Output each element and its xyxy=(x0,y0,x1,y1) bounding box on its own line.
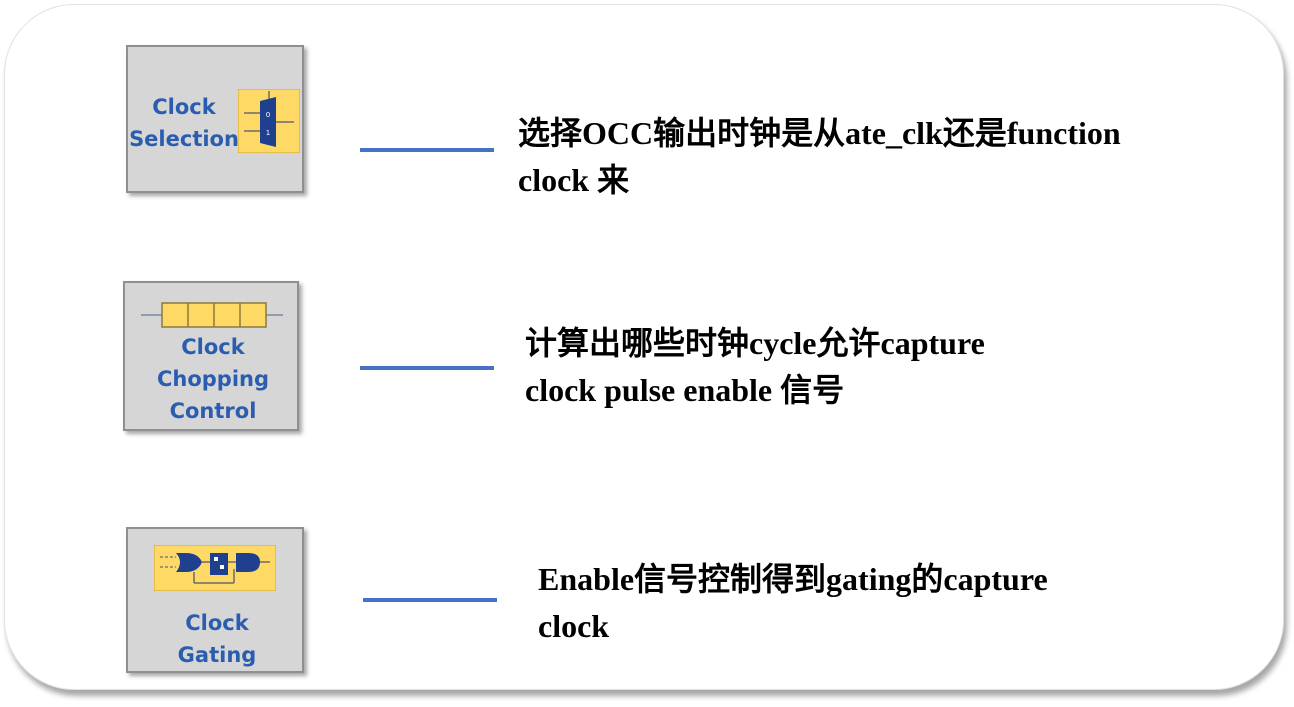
connector-line xyxy=(363,598,497,602)
description-line: 选择OCC输出时钟是从ate_clk还是function xyxy=(518,115,1121,151)
block-label-line: Chopping xyxy=(156,367,270,391)
clock-selection-label: Clock Selection xyxy=(128,91,240,155)
clock-gating-icon xyxy=(154,545,276,591)
block-label-line: Clock xyxy=(185,611,249,635)
mux-icon: 0 1 xyxy=(238,89,300,153)
description-line: clock xyxy=(538,608,610,644)
clock-gating-label: Clock Gating xyxy=(128,607,306,671)
clock-selection-description: 选择OCC输出时钟是从ate_clk还是function clock 来 xyxy=(518,110,1121,204)
clock-gating-description: Enable信号控制得到gating的capture clock xyxy=(538,556,1048,650)
clock-gating-block: Clock Gating xyxy=(126,527,304,673)
clock-selection-block: 0 1 Clock Selection xyxy=(126,45,304,193)
description-line: clock 来 xyxy=(518,162,630,198)
block-label-line: Clock xyxy=(152,95,216,119)
block-label-line: Clock xyxy=(181,335,245,359)
clock-chopping-control-description: 计算出哪些时钟cycle允许capture clock pulse enable… xyxy=(525,320,985,414)
block-label-line: Gating xyxy=(177,643,257,667)
mux-input-1: 1 xyxy=(266,129,270,137)
clock-chopping-control-label: Clock Chopping Control xyxy=(125,331,301,427)
block-label-line: Selection xyxy=(129,127,239,151)
connector-line xyxy=(360,366,494,370)
block-label-line: Control xyxy=(169,399,257,423)
shift-register-icon xyxy=(141,302,283,328)
mux-input-0: 0 xyxy=(266,111,270,119)
description-line: clock pulse enable 信号 xyxy=(525,372,845,408)
clock-chopping-control-block: Clock Chopping Control xyxy=(123,281,299,431)
connector-line xyxy=(360,148,494,152)
description-line: 计算出哪些时钟cycle允许capture xyxy=(525,325,985,361)
description-line: Enable信号控制得到gating的capture xyxy=(538,561,1048,597)
